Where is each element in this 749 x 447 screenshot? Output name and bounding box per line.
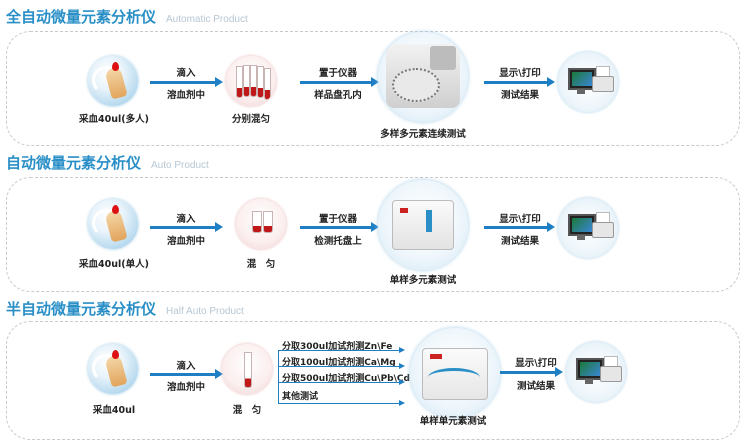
tubes-label: 混 匀 xyxy=(246,259,276,270)
section-subtitle: Half Auto Product xyxy=(166,306,244,317)
step1-bottom-label: 溶血剂中 xyxy=(166,236,205,247)
branch-label: 分取100ul加试剂测Ca\Mg xyxy=(282,358,396,368)
flow-arrow-icon xyxy=(300,77,379,87)
step2-bottom-label: 样品盘孔内 xyxy=(314,90,362,101)
flow-arrow-icon xyxy=(500,367,563,377)
test-tube-icon xyxy=(222,344,272,394)
section-subtitle: Auto Product xyxy=(151,160,209,171)
step1-top-label: 滴入 xyxy=(176,68,196,79)
branch-label: 分取500ul加试剂测Cu\Pb\Cd xyxy=(282,374,410,384)
sample-label: 采血40ul(单人) xyxy=(79,259,149,270)
autosampler-device-icon xyxy=(378,32,468,122)
computer-printer-icon xyxy=(558,52,618,112)
section-title-text: 全自动微量元素分析仪 xyxy=(6,8,157,26)
test-tubes-icon xyxy=(226,56,276,106)
test-tubes-icon xyxy=(236,199,286,249)
step3-top-label: 显示\打印 xyxy=(515,358,557,369)
branch-arrow-icon xyxy=(278,400,405,406)
step1-top-label: 滴入 xyxy=(176,214,196,225)
single-sample-device-icon xyxy=(378,180,468,270)
computer-printer-icon xyxy=(566,342,626,402)
step3-bottom-label: 测试结果 xyxy=(500,90,539,101)
step3-top-label: 显示\打印 xyxy=(499,214,541,225)
step2-top-label: 置于仪器 xyxy=(318,214,357,225)
flow-arrow-icon xyxy=(484,222,555,232)
step3-bottom-label: 测试结果 xyxy=(516,381,555,392)
section-title-half-auto: 半自动微量元素分析仪 Half Auto Product xyxy=(6,298,244,319)
step2-bottom-label: 检测托盘上 xyxy=(314,236,362,247)
branch-connector-line xyxy=(278,350,279,404)
section-subtitle: Automatic Product xyxy=(166,14,248,25)
branch-arrow-icon xyxy=(278,347,405,353)
branch-arrow-icon xyxy=(278,379,405,385)
device-label: 单样多元素测试 xyxy=(389,275,457,286)
section-title-text: 半自动微量元素分析仪 xyxy=(6,300,157,318)
step1-top-label: 滴入 xyxy=(176,361,196,372)
tubes-label: 混 匀 xyxy=(232,405,262,416)
step1-bottom-label: 溶血剂中 xyxy=(166,382,205,393)
branch-label: 其他测试 xyxy=(282,392,319,402)
flow-arrow-icon xyxy=(150,77,223,87)
section-title-auto: 自动微量元素分析仪 Auto Product xyxy=(6,152,209,173)
device-label: 多样多元素连续测试 xyxy=(380,129,466,140)
sample-label: 采血40ul xyxy=(92,405,136,416)
step3-top-label: 显示\打印 xyxy=(499,68,541,79)
sample-label: 采血40ul(多人) xyxy=(79,114,149,125)
blood-sample-icon xyxy=(88,199,138,249)
blood-sample-icon xyxy=(88,56,138,106)
flow-arrow-icon xyxy=(150,369,223,379)
step1-bottom-label: 溶血剂中 xyxy=(166,90,205,101)
branch-arrow-icon xyxy=(278,363,405,369)
computer-printer-icon xyxy=(558,198,618,258)
single-element-device-icon xyxy=(410,328,500,418)
flow-arrow-icon xyxy=(150,222,223,232)
tubes-label: 分别混匀 xyxy=(231,114,270,125)
flow-arrow-icon xyxy=(484,77,555,87)
branch-label: 分取300ul加试剂测Zn\Fe xyxy=(282,342,393,352)
step2-top-label: 置于仪器 xyxy=(318,68,357,79)
flow-arrow-icon xyxy=(300,222,379,232)
device-label: 单样单元素测试 xyxy=(419,416,487,427)
blood-sample-icon xyxy=(88,344,138,394)
section-title-text: 自动微量元素分析仪 xyxy=(6,154,142,172)
section-title-automatic: 全自动微量元素分析仪 Automatic Product xyxy=(6,6,248,27)
step3-bottom-label: 测试结果 xyxy=(500,236,539,247)
